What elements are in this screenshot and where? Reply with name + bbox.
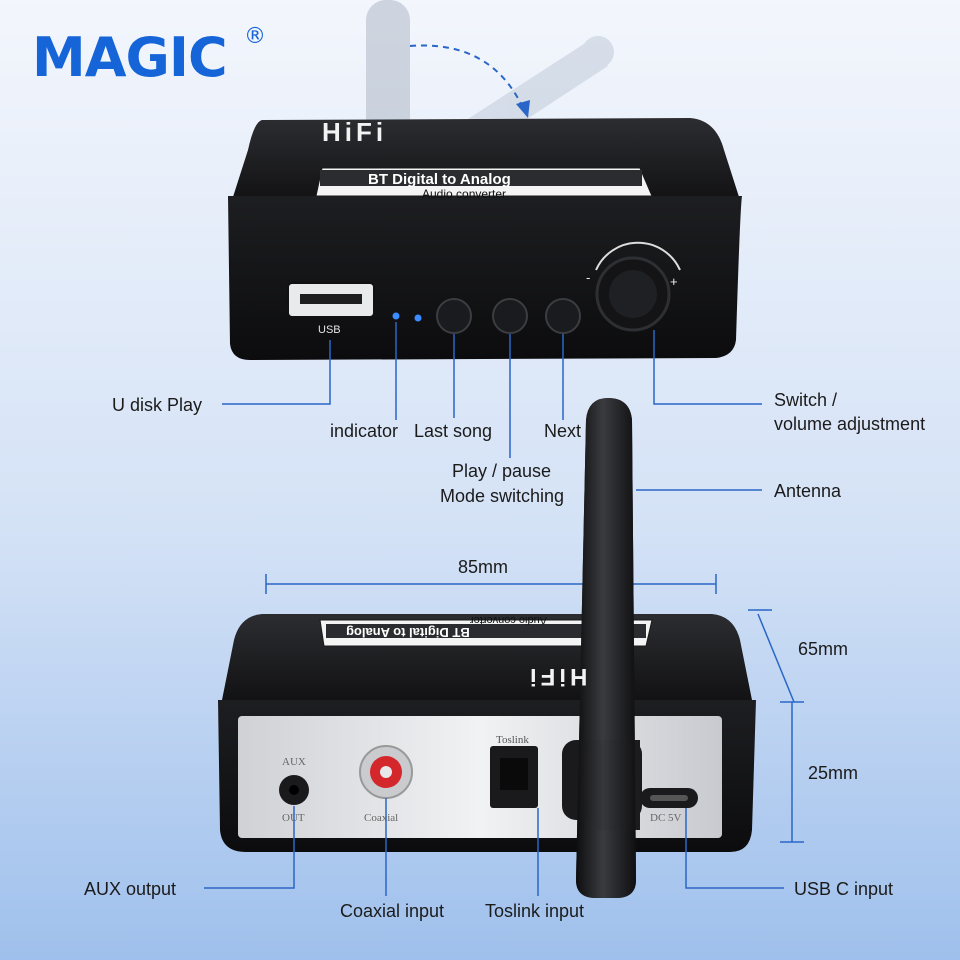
width-dimension-label: 85mm	[458, 557, 509, 577]
next-label: Next	[544, 421, 582, 441]
usb-c-input-label: USB C input	[794, 879, 894, 899]
aux-bottom-label: OUT	[282, 812, 305, 824]
coaxial-input-label: Coaxial input	[340, 901, 445, 921]
bottom-device-panel-subtitle: Audio converter	[470, 614, 548, 626]
coaxial-port-label: Coaxial	[364, 812, 399, 824]
toslink-input-label: Toslink input	[485, 901, 585, 921]
depth-dimension-label: 65mm	[798, 639, 849, 659]
next-button-graphic	[545, 298, 581, 334]
aux-output-label: AUX output	[84, 879, 177, 899]
registered-mark: ®	[244, 24, 266, 49]
aux-top-label: AUX	[282, 756, 306, 768]
play-pause-button-graphic	[492, 298, 528, 334]
rotation-arrow	[409, 44, 523, 107]
u-disk-play-label: U disk Play	[112, 395, 203, 415]
indicator-label: indicator	[330, 421, 399, 441]
indicator-led-2	[414, 314, 422, 322]
play-pause-label: Play / pause	[452, 461, 552, 481]
toslink-port-label: Toslink	[496, 734, 529, 746]
knob-minus-label: -	[586, 270, 591, 285]
top-device	[228, 118, 742, 360]
ghost-antenna-upright	[366, 0, 410, 140]
switch-volume-label: Switch / volume adjustment	[774, 390, 926, 434]
bottom-device-badge: HiFi	[526, 663, 588, 690]
antenna-graphic	[562, 398, 642, 898]
last-song-button-graphic	[436, 298, 472, 334]
last-song-label: Last song	[414, 421, 493, 441]
brand-logo: MAGIC	[32, 26, 228, 89]
dc-port-label: DC 5V	[650, 812, 682, 824]
bottom-device-panel-title: BT Digital to Analog	[346, 625, 470, 640]
mode-switching-label: Mode switching	[440, 486, 565, 506]
top-device-badge: HiFi	[322, 117, 388, 147]
height-dimension-label: 25mm	[808, 763, 859, 783]
top-device-panel-title: BT Digital to Analog	[368, 171, 511, 188]
antenna-label: Antenna	[774, 481, 842, 501]
top-device-panel-subtitle: Audio converter	[422, 187, 507, 201]
indicator-led-1	[392, 312, 400, 320]
knob-plus-label: +	[670, 274, 678, 289]
usb-port-label: USB	[318, 324, 341, 336]
